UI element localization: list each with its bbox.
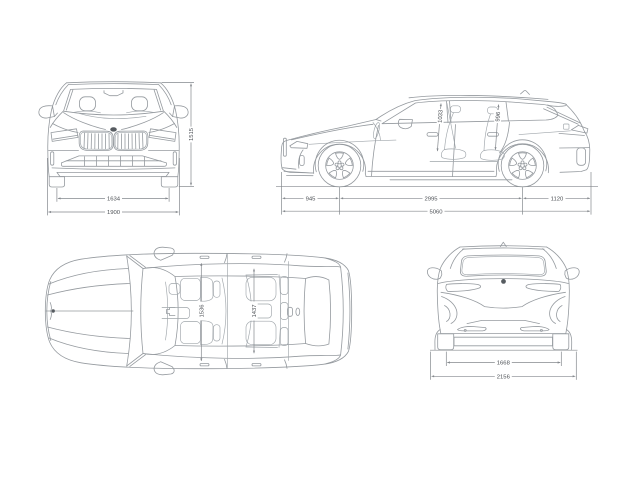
svg-text:945: 945 [306,197,317,203]
svg-text:1033: 1033 [438,109,445,123]
svg-text:1668: 1668 [497,361,511,367]
svg-text:5060: 5060 [429,209,443,215]
svg-text:1536: 1536 [199,304,205,318]
svg-text:2156: 2156 [497,375,511,381]
svg-text:1437: 1437 [252,304,258,317]
svg-text:1634: 1634 [107,197,121,203]
svg-text:2995: 2995 [424,197,438,203]
svg-text:996: 996 [495,111,502,122]
svg-text:1515: 1515 [189,127,195,141]
svg-text:1120: 1120 [551,197,564,203]
svg-text:1900: 1900 [107,210,121,216]
